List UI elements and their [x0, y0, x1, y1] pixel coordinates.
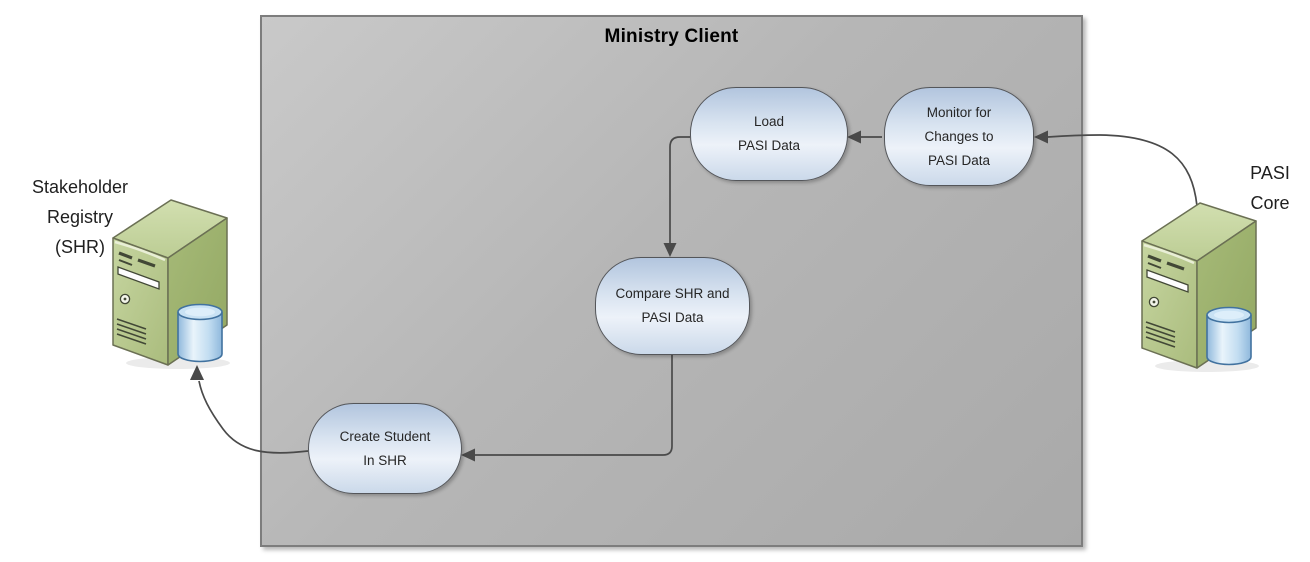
node-create-student-in-shr: Create Student In SHR: [308, 403, 462, 494]
pasi-core-server-database-icon: [1140, 201, 1261, 374]
node-monitor-for-changes: Monitor for Changes to PASI Data: [884, 87, 1034, 186]
node-load-pasi-data: Load PASI Data: [690, 87, 848, 181]
stakeholder-registry-label: Stakeholder Registry (SHR): [31, 177, 129, 257]
pasi-core-label: PASI Core: [1250, 163, 1290, 213]
arrowhead: [190, 365, 204, 380]
node-compare-shr-and-pasi-data: Compare SHR and PASI Data: [595, 257, 750, 355]
boundary-title: Ministry Client: [604, 26, 739, 47]
